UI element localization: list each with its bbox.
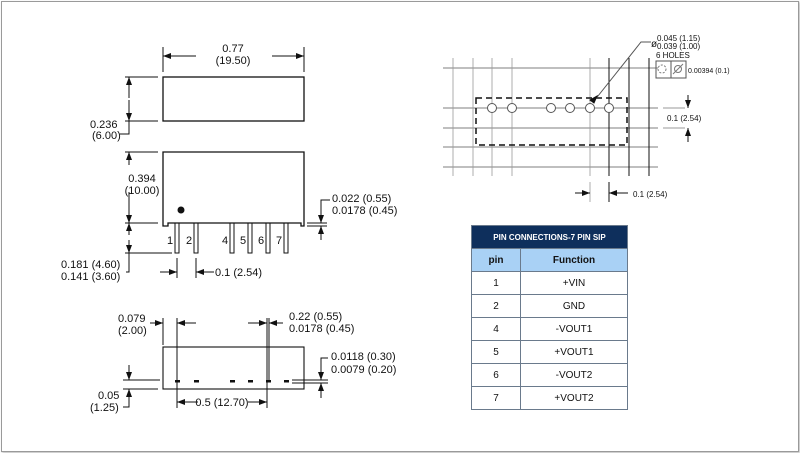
front-height-in: 0.394 — [128, 173, 156, 185]
offset-mm: (2.00) — [118, 325, 147, 337]
column-pitch: 0.1 (2.54) — [633, 190, 668, 199]
pin-label: 7 — [276, 235, 282, 247]
pin-function: GND — [520, 294, 628, 318]
pin-thickness-max: 0.0118 (0.30) — [331, 351, 396, 363]
front-view — [125, 151, 330, 278]
top-width-in: 0.77 — [222, 43, 243, 55]
pin-number: 1 — [471, 271, 521, 295]
pin-span: 0.5 (12.70) — [195, 397, 248, 409]
pin-function: -VOUT1 — [520, 317, 628, 341]
pin-width-max: 0.022 (0.55) — [332, 193, 391, 205]
top-view — [120, 47, 305, 135]
top-width-mm: (19.50) — [216, 55, 251, 67]
pin-number: 2 — [471, 294, 521, 318]
pin-number: 5 — [471, 340, 521, 364]
pin-labels: 1 2 4 5 6 7 — [167, 235, 282, 247]
pin-function: +VOUT1 — [520, 340, 628, 364]
pin-label: 4 — [222, 235, 228, 247]
row-pitch: 0.1 (2.54) — [667, 114, 702, 123]
bottom-view — [123, 318, 328, 408]
pin-label: 1 — [167, 235, 173, 247]
column-header-pin: pin — [471, 248, 521, 272]
hole-dia-max: 0.045 (1.15) — [657, 34, 700, 43]
pin-label: 6 — [258, 235, 264, 247]
hole-count: 6 HOLES — [656, 51, 690, 60]
hole-dia-min: 0.039 (1.00) — [657, 42, 700, 51]
diameter-symbol: ø — [651, 39, 657, 50]
pin-length-min: 0.141 (3.60) — [61, 271, 120, 283]
standoff-in: 0.05 — [98, 390, 119, 402]
pin-number: 7 — [471, 386, 521, 410]
offset-in: 0.079 — [118, 313, 146, 325]
standoff-mm: (1.25) — [90, 402, 119, 414]
front-height-mm: (10.00) — [125, 185, 160, 197]
pin-connections-table: PIN CONNECTIONS-7 PIN SIP pin Function 1… — [471, 225, 628, 410]
column-header-function: Function — [520, 248, 628, 272]
pin-thickness-min: 0.0079 (0.20) — [331, 364, 396, 376]
table-row: 4-VOUT1 — [471, 317, 628, 341]
bottom-pin-width-max: 0.22 (0.55) — [289, 311, 342, 323]
table-row: 7+VOUT2 — [471, 386, 628, 410]
position-tolerance: 0.00394 (0.1) — [688, 68, 730, 75]
pin-length-max: 0.181 (4.60) — [61, 259, 120, 271]
pin-width-min: 0.0178 (0.45) — [332, 205, 397, 217]
pin-number: 4 — [471, 317, 521, 341]
pin-number: 6 — [471, 363, 521, 387]
top-height-in: 0.236 — [90, 119, 118, 131]
pin-label: 5 — [240, 235, 246, 247]
top-height-mm: (6.00) — [92, 130, 121, 142]
table-row: 5+VOUT1 — [471, 340, 628, 364]
pcb-layout — [443, 41, 691, 202]
pin-function: +VIN — [520, 271, 628, 295]
pin-pitch: 0.1 (2.54) — [215, 267, 262, 279]
bottom-pin-width-min: 0.0178 (0.45) — [289, 323, 354, 335]
table-row: 6-VOUT2 — [471, 363, 628, 387]
table-title: PIN CONNECTIONS-7 PIN SIP — [471, 225, 628, 249]
pin-label: 2 — [186, 235, 192, 247]
pin-function: +VOUT2 — [520, 386, 628, 410]
table-row: 1+VIN — [471, 271, 628, 295]
pin-function: -VOUT2 — [520, 363, 628, 387]
